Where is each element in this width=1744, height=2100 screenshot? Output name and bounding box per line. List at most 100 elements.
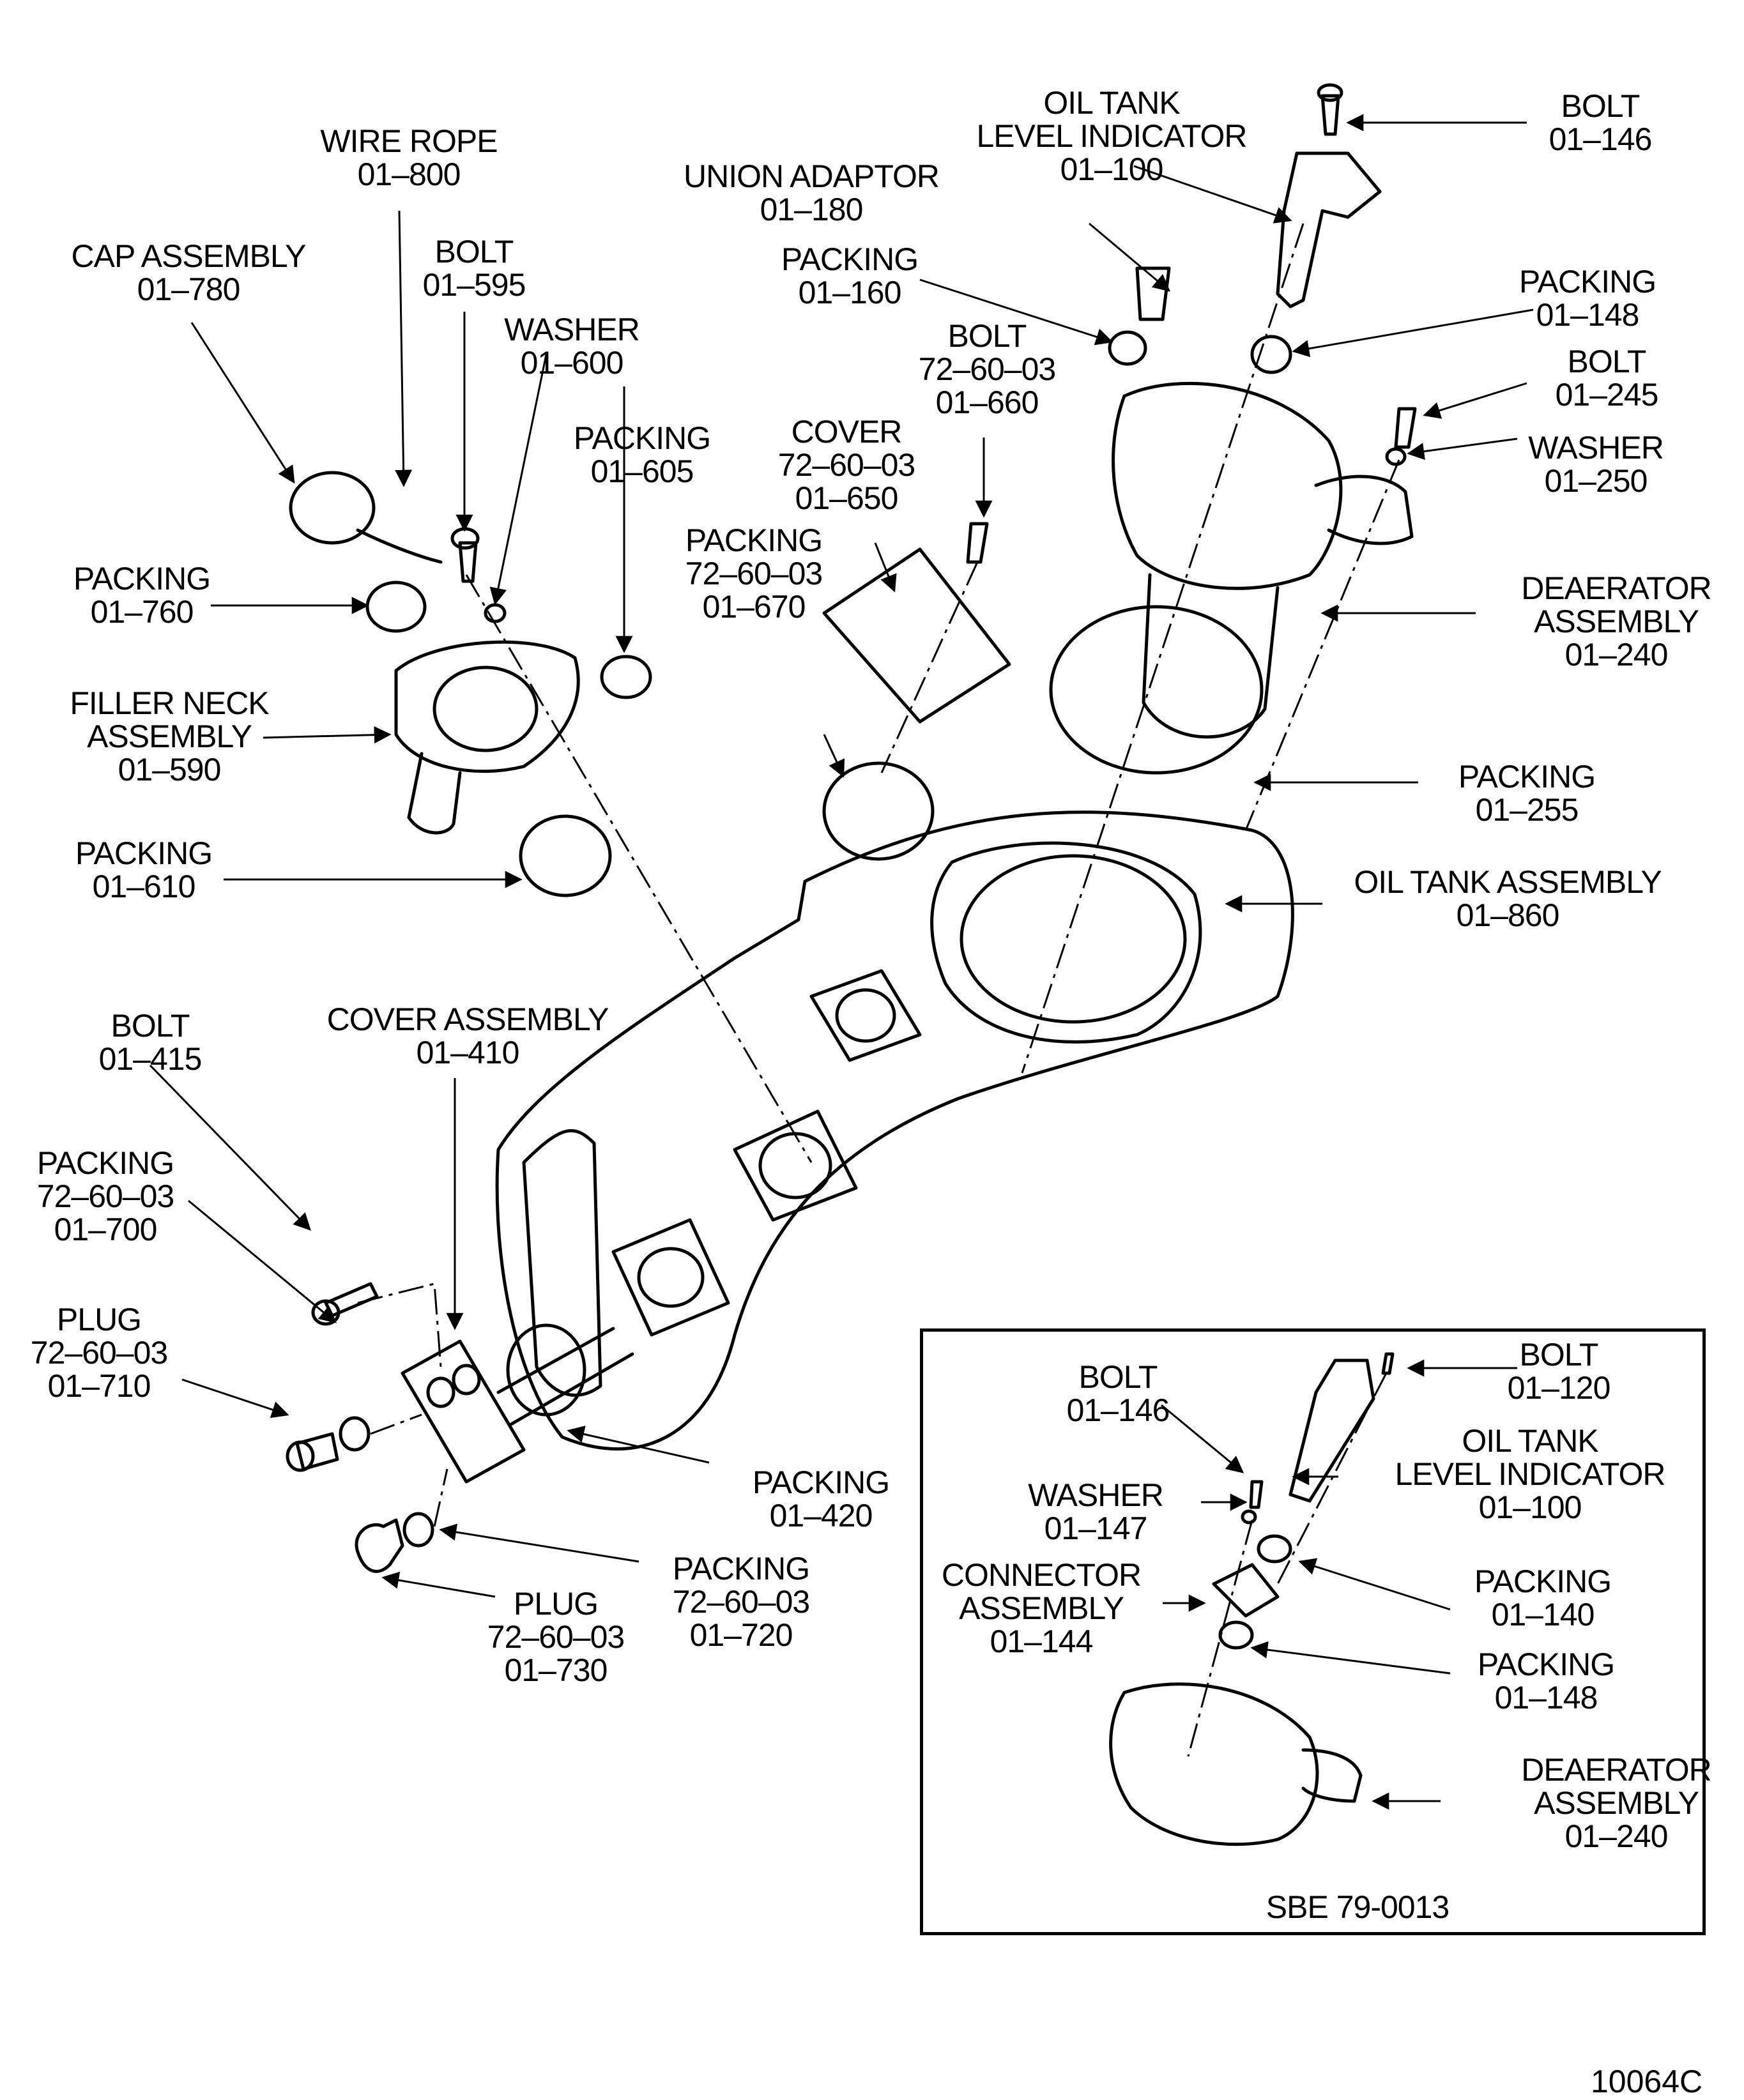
part-number: 01–720 <box>689 1617 793 1653</box>
level-indicator <box>1276 151 1382 308</box>
part-name: PACKING <box>781 241 919 277</box>
part-name: BOLT <box>1561 88 1641 124</box>
part-name: FILLER NECK <box>70 685 269 721</box>
packing-420-ring <box>506 1323 586 1417</box>
part-name: DEAERATOR <box>1521 1752 1712 1788</box>
part-name: PACKING <box>672 1551 810 1586</box>
part-number: 01–860 <box>1456 897 1560 933</box>
deaerator-assembly <box>1112 381 1343 590</box>
inset-packing-140-ring <box>1257 1534 1292 1564</box>
plug-710-shape <box>295 1432 339 1471</box>
tank-deaerator-opening <box>960 854 1187 1024</box>
inset-sbe-79-0013 <box>920 1328 1706 1935</box>
part-number: 01–800 <box>357 156 461 192</box>
inset-level-indicator <box>1289 1358 1375 1503</box>
part-name: BOLT <box>1519 1337 1599 1373</box>
part-name: PACKING <box>1518 264 1656 300</box>
part-number: 01–245 <box>1555 377 1659 413</box>
inset-deaerator-shape <box>1109 1682 1319 1846</box>
part-name: BOLT <box>947 318 1027 354</box>
wire-rope-shape <box>356 528 443 564</box>
filler-neck-shape <box>394 640 580 773</box>
part-number: 01–730 <box>504 1652 608 1688</box>
part-name: PACKING <box>75 835 213 871</box>
part-name: 72–60–03 <box>487 1619 625 1655</box>
part-name: 72–60–03 <box>777 447 915 483</box>
part-name: PLUG <box>56 1302 142 1337</box>
union-adaptor-shape <box>1135 266 1171 321</box>
plug-730-shape <box>355 1518 404 1573</box>
part-name: BOLT <box>1567 344 1647 379</box>
part-number: 01–144 <box>990 1624 1094 1659</box>
part-name: PACKING <box>752 1465 890 1500</box>
deaerator-outlet <box>1314 475 1414 545</box>
inset-bolt-146-shape <box>1249 1480 1264 1509</box>
part-name: BOLT <box>434 234 514 270</box>
tank-port-1 <box>809 969 922 1062</box>
part-name: BOLT <box>111 1008 190 1044</box>
part-name: PACKING <box>73 561 211 597</box>
packing-605-ring <box>600 655 652 699</box>
part-name: CAP ASSEMBLY <box>71 238 307 274</box>
part-name: WASHER <box>1028 1477 1164 1513</box>
part-number: 01–146 <box>1066 1392 1170 1428</box>
part-name: PACKING <box>573 420 711 456</box>
part-name: ASSEMBLY <box>1534 1785 1699 1821</box>
part-name: WASHER <box>1528 430 1664 466</box>
part-name: WASHER <box>504 312 640 347</box>
packing-255-ring <box>1049 605 1264 775</box>
part-number: 01–660 <box>935 384 1039 420</box>
bolt-660-shape <box>966 522 989 564</box>
part-name: BOLT <box>1078 1359 1158 1395</box>
packing-720-ring <box>402 1512 434 1548</box>
part-number: 01–120 <box>1507 1370 1611 1406</box>
oil-tank-flange-ring <box>522 1129 602 1397</box>
part-name: PACKING <box>1458 759 1596 795</box>
part-number: 01–140 <box>1491 1597 1595 1632</box>
part-number: 01–595 <box>422 267 526 303</box>
inset-reference: SBE 79-0013 <box>1266 1889 1450 1925</box>
part-number: 01–148 <box>1494 1680 1598 1716</box>
part-name: DEAERATOR <box>1521 570 1712 606</box>
part-name: 72–60–03 <box>36 1178 174 1214</box>
part-name: ASSEMBLY <box>959 1590 1124 1626</box>
part-number: 01–240 <box>1564 1818 1669 1854</box>
part-name: UNION ADAPTOR <box>683 158 940 194</box>
part-name: COVER ASSEMBLY <box>326 1001 609 1037</box>
packing-700-ring <box>339 1416 371 1452</box>
part-name: 72–60–03 <box>30 1335 168 1371</box>
inset-bolt-120-shape <box>1381 1352 1395 1375</box>
part-number: 01–760 <box>90 594 194 630</box>
part-number: 01–610 <box>92 869 196 904</box>
part-name: ASSEMBLY <box>87 719 252 754</box>
part-number: 01–147 <box>1044 1510 1148 1546</box>
part-name: CONNECTOR <box>941 1557 1142 1593</box>
part-number: 01–415 <box>98 1041 203 1077</box>
packing-160-ring <box>1108 330 1147 366</box>
part-number: 01–250 <box>1544 463 1648 499</box>
part-number: 01–590 <box>118 752 222 788</box>
part-number: 01–420 <box>769 1498 873 1533</box>
tank-port-2 <box>733 1109 858 1222</box>
